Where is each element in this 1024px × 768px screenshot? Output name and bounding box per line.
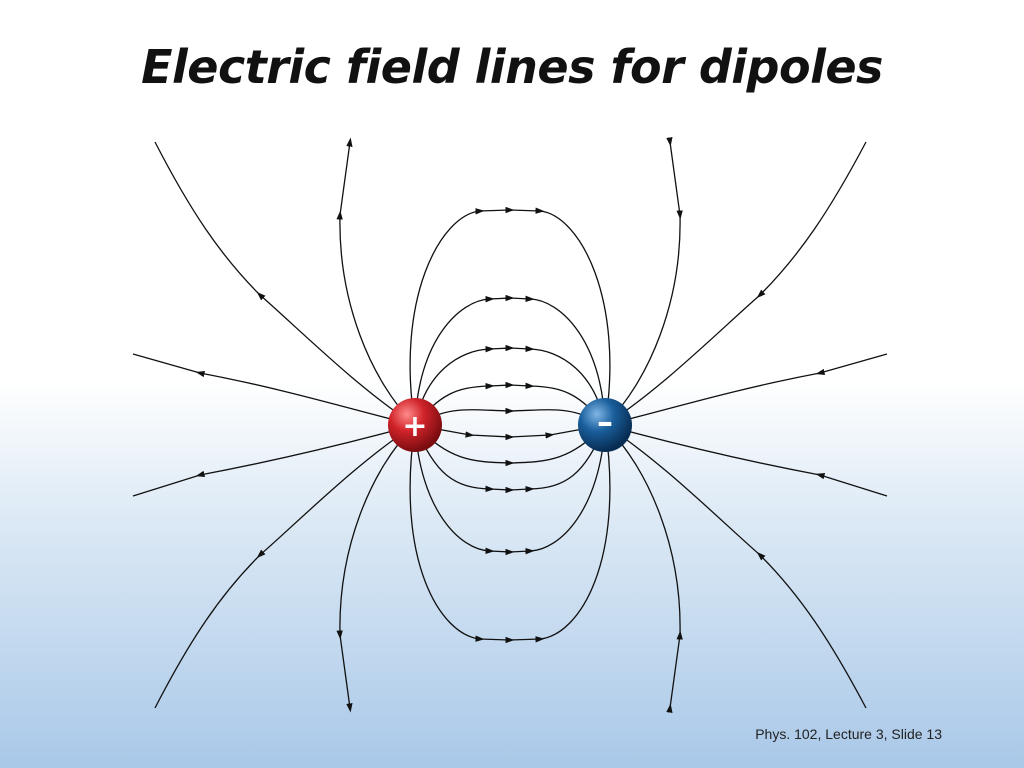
slide-title: Electric field lines for dipoles [141, 40, 883, 94]
field-line-axis [414, 424, 606, 441]
negative-charge: – [578, 398, 632, 452]
field-line-loop-top-5 [409, 206, 611, 426]
field-line-loop-bottom-5 [340, 424, 680, 708]
field-line-loop-top-3 [414, 344, 606, 426]
negative-charge-symbol: – [597, 403, 613, 441]
field-line-loop-top-6 [340, 142, 680, 426]
field-line-loop-bottom-4 [409, 424, 611, 644]
field-line-loop-top-2 [414, 381, 606, 426]
field-line-pos-out-1 [154, 141, 416, 426]
field-line-neg-in-1 [604, 141, 867, 426]
slide-footer: Phys. 102, Lecture 3, Slide 13 [755, 726, 942, 742]
positive-charge-symbol: + [402, 409, 427, 444]
positive-charge: + [388, 398, 442, 452]
field-line-loop-top-4 [414, 294, 606, 426]
field-lines [132, 141, 888, 709]
field-line-loop-bottom-2 [414, 424, 606, 494]
field-line-loop-bottom-1 [414, 424, 606, 467]
field-line-loop-bottom-3 [414, 424, 606, 556]
field-line-neg-in-4 [604, 424, 867, 709]
field-line-loop-top-1 [414, 407, 606, 426]
field-line-pos-out-4 [154, 424, 416, 709]
